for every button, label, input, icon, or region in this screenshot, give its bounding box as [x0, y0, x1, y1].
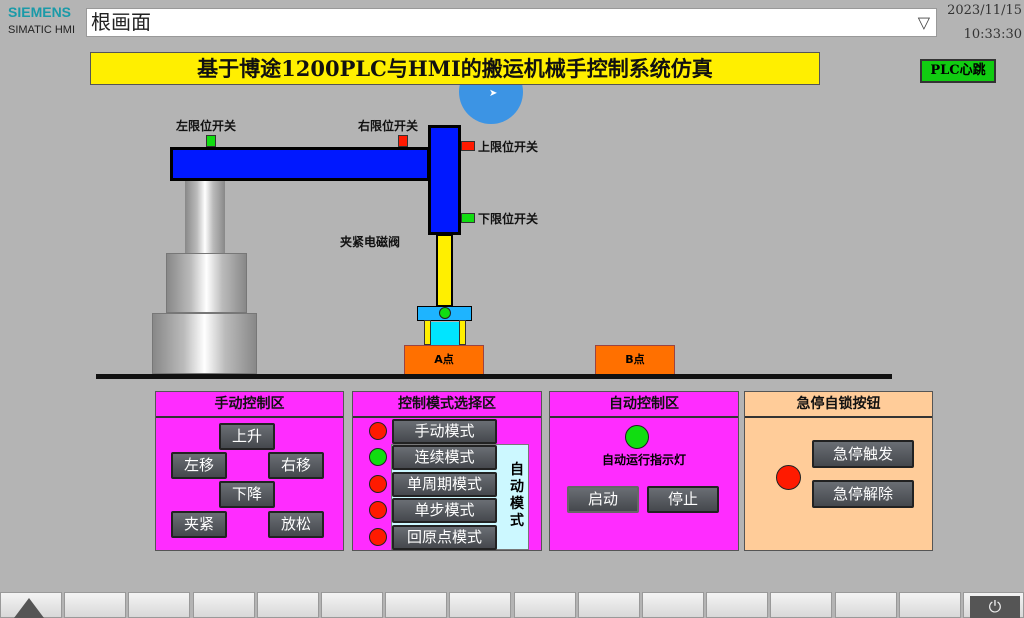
mode-button[interactable]: 回原点模式 [392, 525, 497, 550]
time: 10:33:30 [963, 27, 1022, 42]
right-limit-switch [398, 135, 408, 147]
down-button[interactable]: 下降 [219, 481, 275, 508]
mode-indicator-lamp [369, 528, 387, 546]
date: 2023/11/15 [947, 3, 1022, 18]
function-key[interactable] [256, 592, 319, 618]
estop-release-button[interactable]: 急停解除 [812, 480, 914, 508]
manual-panel-title: 手动控制区 [156, 392, 343, 418]
page-title: 基于博途1200PLC与HMI的搬运机械手控制系统仿真 [90, 52, 820, 85]
ground-line [96, 374, 892, 379]
horizontal-arm [170, 147, 430, 181]
gripper-finger-left [424, 320, 431, 345]
function-key[interactable] [513, 592, 576, 618]
power-icon[interactable]: ⏻ [970, 596, 1020, 618]
column-base-middle [166, 253, 247, 313]
function-key[interactable] [577, 592, 640, 618]
estop-panel-title: 急停自锁按钮 [745, 392, 932, 418]
clamp-valve-label: 夹紧电磁阀 [340, 235, 401, 249]
right-limit-label: 右限位开关 [358, 119, 419, 133]
screen-name: 根画面 [91, 10, 151, 34]
mode-button[interactable]: 单步模式 [392, 498, 497, 523]
release-button[interactable]: 放松 [268, 511, 324, 538]
point-b: B点 [595, 345, 675, 375]
function-key[interactable] [321, 592, 383, 618]
stop-button[interactable]: 停止 [647, 486, 719, 513]
lower-limit-switch [461, 213, 475, 223]
auto-control-panel: 自动控制区 [549, 391, 739, 551]
gripper-finger-right [459, 320, 466, 345]
right-button[interactable]: 右移 [268, 452, 324, 479]
function-key[interactable] [834, 592, 897, 618]
mode-indicator-lamp [369, 448, 387, 466]
estop-panel: 急停自锁按钮 [744, 391, 933, 551]
function-key[interactable] [385, 592, 448, 618]
auto-mode-group-label: 自动模式 [510, 462, 524, 529]
plc-heartbeat-indicator: PLC心跳 [920, 59, 996, 83]
column-base-lower [152, 313, 257, 374]
screen-selector[interactable]: 根画面 ▽ [86, 8, 937, 37]
column-upper [185, 178, 225, 253]
function-key[interactable] [642, 592, 704, 618]
scroll-up-triangle-icon[interactable] [14, 598, 44, 618]
auto-run-indicator-label: 自动运行指示灯 [601, 453, 686, 467]
estop-trigger-button[interactable]: 急停触发 [812, 440, 914, 468]
function-key[interactable] [770, 592, 833, 618]
function-key[interactable] [128, 592, 191, 618]
function-key[interactable] [898, 592, 961, 618]
estop-indicator-lamp [776, 465, 801, 490]
upper-limit-switch [461, 141, 475, 151]
lower-limit-label: 下限位开关 [478, 212, 539, 226]
left-button[interactable]: 左移 [171, 452, 227, 479]
simatic-hmi-label: SIMATIC HMI [8, 24, 76, 36]
vertical-arm [428, 125, 461, 235]
dropdown-triangle-icon[interactable]: ▽ [917, 13, 930, 32]
function-key[interactable] [449, 592, 512, 618]
upper-limit-label: 上限位开关 [478, 140, 539, 154]
mode-panel-title: 控制模式选择区 [353, 392, 541, 418]
start-button[interactable]: 启动 [567, 486, 639, 513]
mode-indicator-lamp [369, 475, 387, 493]
function-key[interactable] [706, 592, 769, 618]
left-limit-switch [206, 135, 216, 147]
clamp-indicator-lamp [439, 307, 451, 319]
mode-button[interactable]: 手动模式 [392, 419, 497, 444]
auto-panel-title: 自动控制区 [550, 392, 738, 418]
point-a: A点 [404, 345, 484, 375]
up-button[interactable]: 上升 [219, 423, 275, 450]
left-limit-label: 左限位开关 [176, 119, 237, 133]
mode-button[interactable]: 连续模式 [392, 445, 497, 470]
clamp-button[interactable]: 夹紧 [171, 511, 227, 538]
lift-rod [436, 234, 453, 307]
function-key[interactable] [64, 592, 127, 618]
workpiece [431, 322, 459, 345]
mode-indicator-lamp [369, 422, 387, 440]
mode-button[interactable]: 单周期模式 [392, 472, 497, 497]
siemens-logo: SIEMENS [8, 4, 72, 20]
auto-run-indicator-lamp [625, 425, 649, 449]
function-key[interactable] [192, 592, 255, 618]
mode-indicator-lamp [369, 501, 387, 519]
cursor-arrow-icon: ➤ [489, 88, 498, 99]
